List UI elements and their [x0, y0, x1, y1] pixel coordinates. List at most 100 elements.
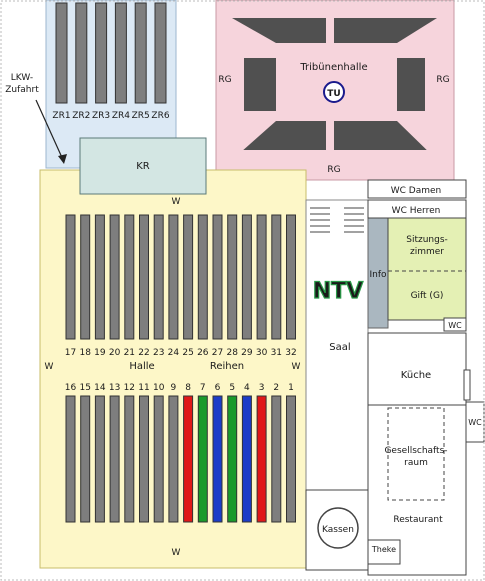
row-28 — [227, 214, 238, 340]
kassen-booth — [317, 507, 359, 549]
row-label-28: 28 — [226, 348, 238, 358]
row-label-2: 2 — [273, 383, 279, 393]
sitzung-label-1: Sitzungs- — [406, 235, 448, 245]
row-label-11: 11 — [138, 383, 149, 393]
tribune-aisle-left — [232, 58, 244, 111]
row-27 — [212, 214, 223, 340]
saal-area — [305, 199, 369, 491]
wc-damen — [367, 179, 467, 199]
row-1 — [286, 395, 296, 523]
row-label-30: 30 — [256, 348, 268, 358]
zr-stand-4 — [114, 2, 127, 104]
rg-right: RG — [436, 75, 449, 85]
zr-label-2: ZR2 — [72, 111, 90, 121]
zr-stand-6 — [154, 2, 167, 104]
row-label-18: 18 — [79, 348, 91, 358]
rg-bottom: RG — [327, 165, 340, 175]
window-right — [463, 369, 471, 401]
row-10 — [153, 395, 164, 523]
lkw-label-2: Zufahrt — [5, 85, 39, 95]
gesellschaftsraum — [387, 407, 445, 501]
row-label-3: 3 — [259, 383, 265, 393]
w-bottom: W — [172, 548, 181, 558]
w-top: W — [172, 197, 181, 207]
row-label-12: 12 — [124, 383, 135, 393]
tribune-corner-br — [397, 111, 437, 160]
row-label-9: 9 — [171, 383, 177, 393]
row-label-10: 10 — [153, 383, 165, 393]
row-label-22: 22 — [138, 348, 149, 358]
theke-label: Theke — [371, 545, 396, 554]
row-label-25: 25 — [182, 348, 193, 358]
row-5 — [227, 395, 238, 523]
wc-herren-label: WC Herren — [392, 206, 441, 216]
wc-right-label: WC — [468, 418, 482, 427]
wc-damen-label: WC Damen — [391, 186, 442, 196]
zr-label-5: ZR5 — [132, 111, 150, 121]
row-label-31: 31 — [271, 348, 282, 358]
row-label-32: 32 — [285, 348, 296, 358]
row-15 — [80, 395, 91, 523]
row-6 — [212, 395, 223, 523]
w-right: W — [292, 362, 301, 372]
row-label-13: 13 — [109, 383, 120, 393]
zr-stand-2 — [75, 2, 88, 104]
tribune-corner-tr — [397, 18, 437, 58]
row-11 — [139, 395, 149, 523]
row-label-4: 4 — [244, 383, 250, 393]
row-label-6: 6 — [215, 383, 221, 393]
row-label-8: 8 — [185, 383, 191, 393]
row-12 — [124, 395, 135, 523]
gesellschaft-label-2: raum — [404, 458, 428, 468]
lkw-arrow-head — [58, 154, 67, 164]
staircase — [310, 207, 364, 233]
row-25 — [183, 214, 194, 340]
tu-logo-icon — [323, 81, 345, 103]
zr-stand-1 — [55, 2, 68, 104]
row-20 — [109, 214, 120, 340]
row-23 — [153, 214, 164, 340]
lkw-label-1: LKW- — [11, 73, 33, 83]
row-19 — [94, 214, 105, 340]
row-8 — [183, 395, 194, 523]
row-21 — [124, 214, 135, 340]
wc-small-label: WC — [448, 321, 462, 330]
tribune-bottom-gap — [232, 150, 437, 160]
sitzungszimmer — [387, 217, 467, 321]
zr-label-6: ZR6 — [151, 111, 169, 121]
kassen-label: Kassen — [322, 525, 354, 535]
rg-left: RG — [218, 75, 231, 85]
row-label-16: 16 — [65, 383, 77, 393]
tu-logo-text: TU — [327, 89, 340, 99]
row-24 — [168, 214, 179, 340]
tribune-corner-tl — [232, 18, 276, 58]
gift-label: Gift (G) — [411, 291, 444, 301]
row-13 — [109, 395, 120, 523]
row-22 — [139, 214, 149, 340]
w-left: W — [45, 362, 54, 372]
row-label-27: 27 — [212, 348, 223, 358]
row-3 — [256, 395, 267, 523]
tribune-corner-bl — [232, 111, 276, 160]
lkw-arrow — [35, 99, 65, 163]
row-label-17: 17 — [65, 348, 76, 358]
row-16 — [65, 395, 76, 523]
tribune-aisle-right — [425, 58, 437, 111]
theke-counter — [367, 539, 401, 565]
row-17 — [65, 214, 76, 340]
row-31 — [271, 214, 282, 340]
zr-stand-3 — [95, 2, 108, 104]
saal-label: Saal — [329, 342, 350, 353]
row-14 — [94, 395, 105, 523]
sitzung-label-2: zimmer — [410, 247, 444, 257]
zr-label-4: ZR4 — [112, 111, 130, 121]
restaurant-label: Restaurant — [393, 515, 443, 525]
reihen-label: Reihen — [210, 361, 244, 372]
row-label-7: 7 — [200, 383, 206, 393]
row-4 — [241, 395, 252, 523]
row-label-5: 5 — [229, 383, 235, 393]
row-26 — [197, 214, 208, 340]
row-label-14: 14 — [94, 383, 106, 393]
